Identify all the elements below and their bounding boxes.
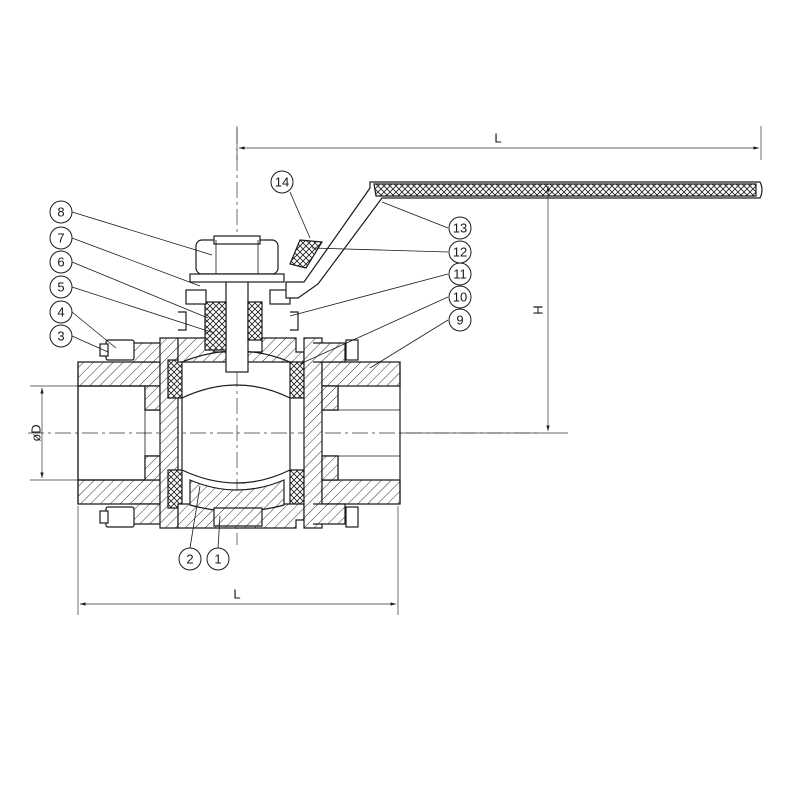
hex-nut (189, 235, 285, 283)
dimension-height: H (400, 186, 568, 434)
handle (285, 181, 763, 299)
callout-4-label: 4 (57, 305, 64, 320)
callout-11-label: 11 (453, 267, 467, 282)
stem-assembly (178, 279, 299, 373)
callout-3: 3 (49, 324, 73, 348)
callout-1: 1 (206, 547, 230, 571)
bore-lines (77, 386, 400, 480)
ball (189, 479, 285, 527)
callout-2: 2 (178, 547, 202, 571)
dimension-bottom-length: L (77, 506, 399, 615)
callout-8: 8 (49, 200, 73, 224)
callout-9-label: 9 (456, 313, 463, 328)
bottom-length-label: L (233, 587, 240, 602)
callout-12-label: 12 (453, 245, 467, 260)
callout-7-label: 7 (57, 231, 64, 246)
callout-14-label: 14 (275, 175, 289, 190)
dimension-bore: øD (29, 385, 78, 481)
callout-9: 9 (448, 308, 472, 332)
right-body-flange (303, 337, 323, 529)
callout-10-label: 10 (453, 290, 467, 305)
leader-lines (71, 191, 449, 549)
callout-4: 4 (49, 300, 73, 324)
callout-13: 13 (448, 216, 472, 240)
callout-6-label: 6 (57, 255, 64, 270)
callout-10: 10 (448, 285, 472, 309)
right-end-cap (313, 342, 401, 525)
callout-8-label: 8 (57, 205, 64, 220)
top-length-label: L (494, 131, 501, 146)
callout-5-label: 5 (57, 280, 64, 295)
callout-5: 5 (49, 275, 73, 299)
callout-12: 12 (448, 240, 472, 264)
callout-13-label: 13 (453, 221, 467, 236)
callout-1-label: 1 (214, 552, 221, 567)
callout-6: 6 (49, 250, 73, 274)
bolts (99, 339, 359, 528)
callout-3-label: 3 (57, 329, 64, 344)
dimension-top-length: L (236, 126, 762, 160)
height-label: H (531, 305, 546, 314)
bore-label: øD (29, 424, 44, 441)
left-end-cap (77, 342, 166, 525)
callout-7: 7 (49, 226, 73, 250)
callout-2-label: 2 (186, 552, 193, 567)
callout-14: 14 (270, 170, 294, 194)
callout-11: 11 (448, 262, 472, 286)
